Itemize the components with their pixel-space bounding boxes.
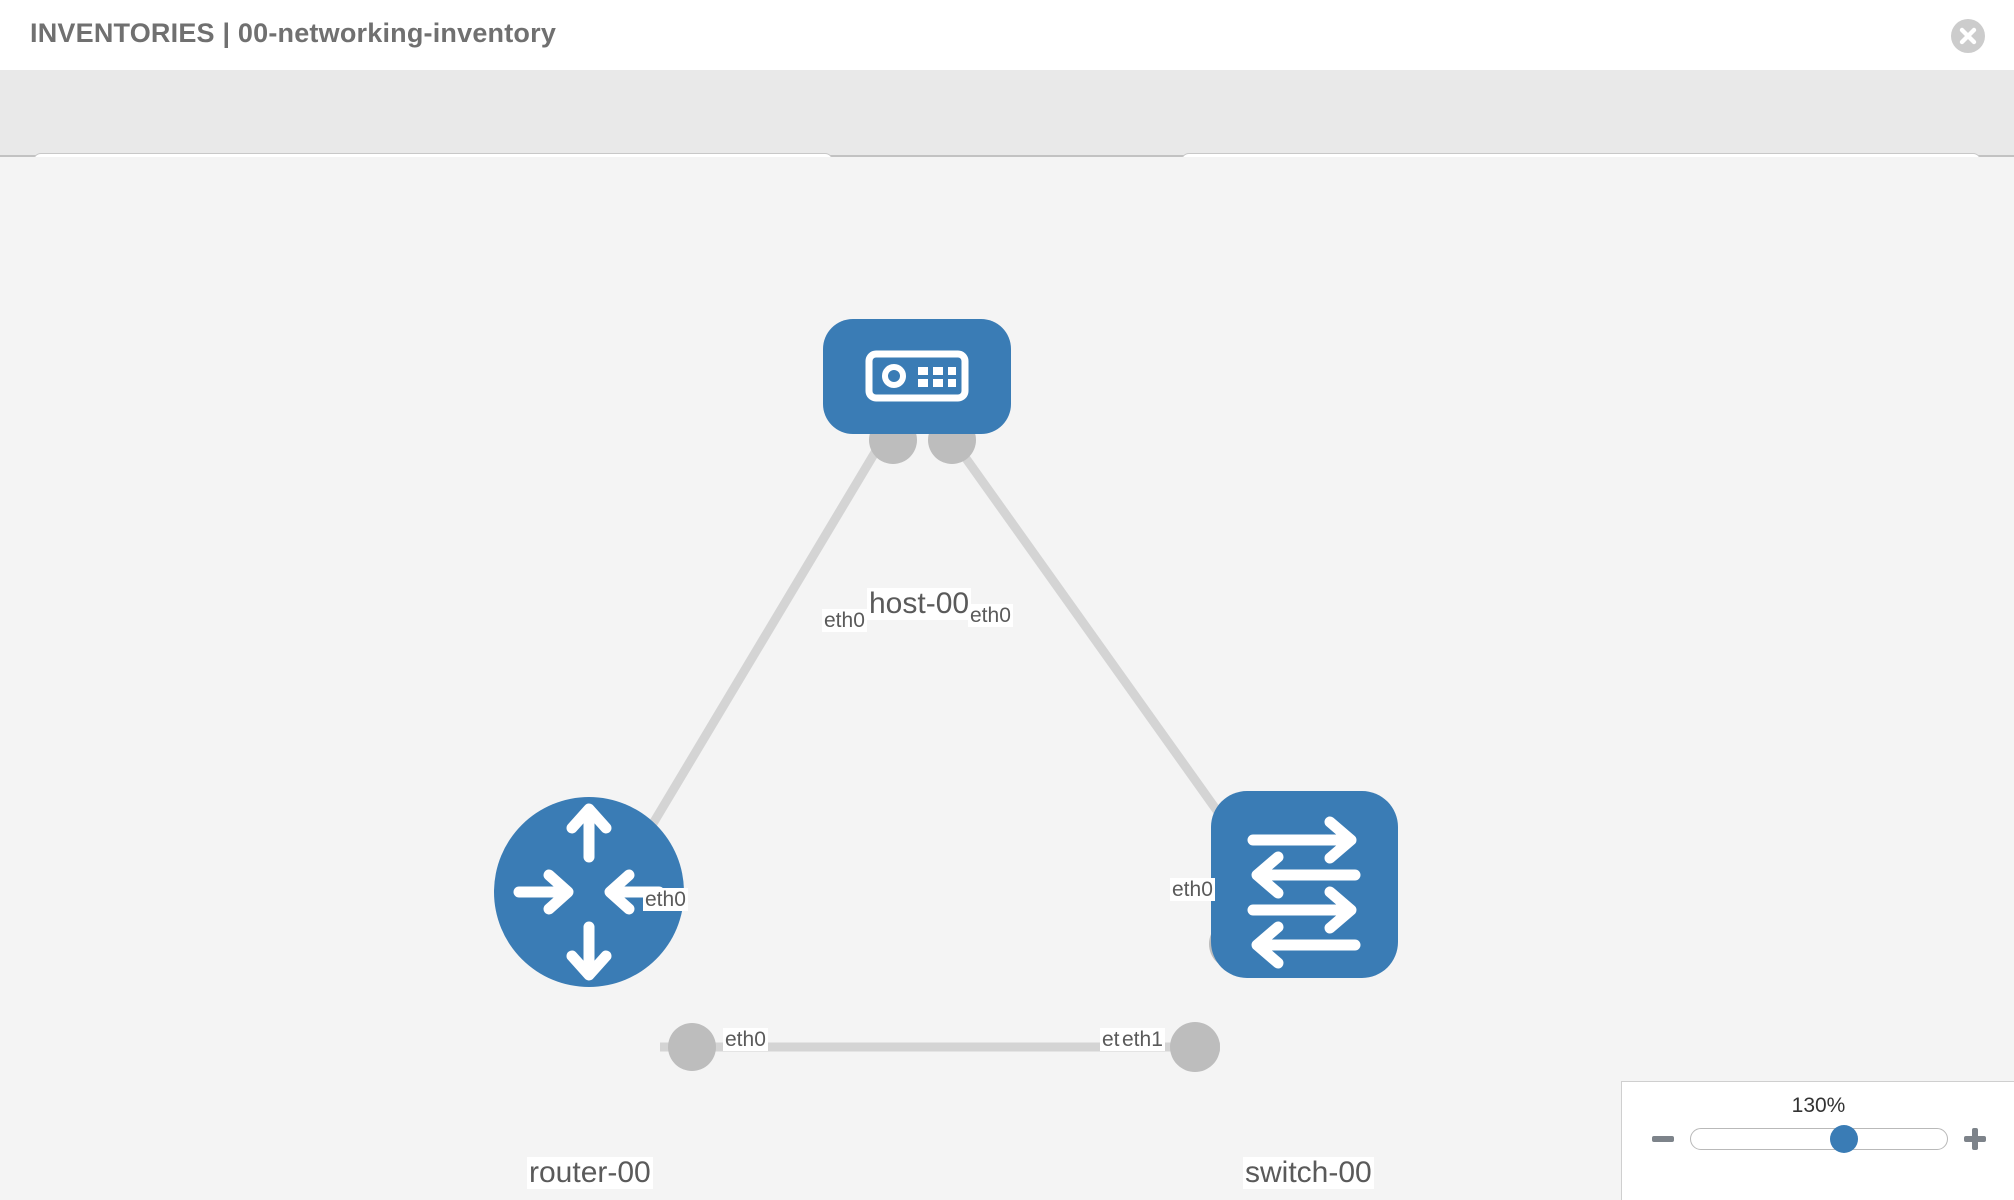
zoom-level-value: 130%	[1791, 1094, 1846, 1117]
node-label-host-00: host-00	[867, 587, 972, 620]
node-label-router-00: router-00	[527, 1156, 653, 1189]
node-router-00	[494, 797, 684, 987]
link-host-router	[632, 426, 893, 855]
page-title: INVENTORIES | 00-networking-inventory	[30, 18, 557, 48]
topology-links	[632, 426, 1254, 1052]
switch-icon	[1247, 816, 1361, 969]
toolbar: ACTIONS SEARCH	[0, 70, 2014, 203]
router-icon	[513, 803, 665, 981]
iface-label-router-up: eth0	[643, 888, 688, 912]
iface-label-switch-eth1: eth1	[1120, 1028, 1165, 1052]
zoom-slider-row	[1622, 1125, 2014, 1153]
iface-label-switch-up: eth0	[1170, 878, 1215, 902]
zoom-slider-thumb[interactable]	[1830, 1125, 1859, 1153]
node-host-00	[823, 319, 1011, 434]
topology-canvas[interactable]: host-00 router-00 switch-00 eth0 eth0 et…	[0, 157, 2014, 1200]
close-icon[interactable]	[1950, 18, 1986, 54]
link-host-switch	[941, 426, 1254, 860]
topology-graph	[494, 319, 1398, 1072]
zoom-control-panel: 130%	[1621, 1081, 2014, 1200]
node-switch-00	[1211, 791, 1398, 978]
iface-label-host-left: eth0	[822, 609, 867, 633]
plus-icon[interactable]	[1962, 1126, 1988, 1152]
iface-label-host-right: eth0	[968, 604, 1013, 628]
zoom-slider[interactable]	[1689, 1125, 1948, 1153]
server-icon	[865, 350, 969, 402]
minus-icon[interactable]	[1650, 1126, 1676, 1152]
port-router-right	[668, 1023, 716, 1071]
node-label-switch-00: switch-00	[1243, 1156, 1374, 1189]
port-switch-left	[1170, 1022, 1220, 1072]
page-header: INVENTORIES | 00-networking-inventory	[0, 0, 2014, 70]
iface-label-router-right: eth0	[723, 1028, 768, 1052]
